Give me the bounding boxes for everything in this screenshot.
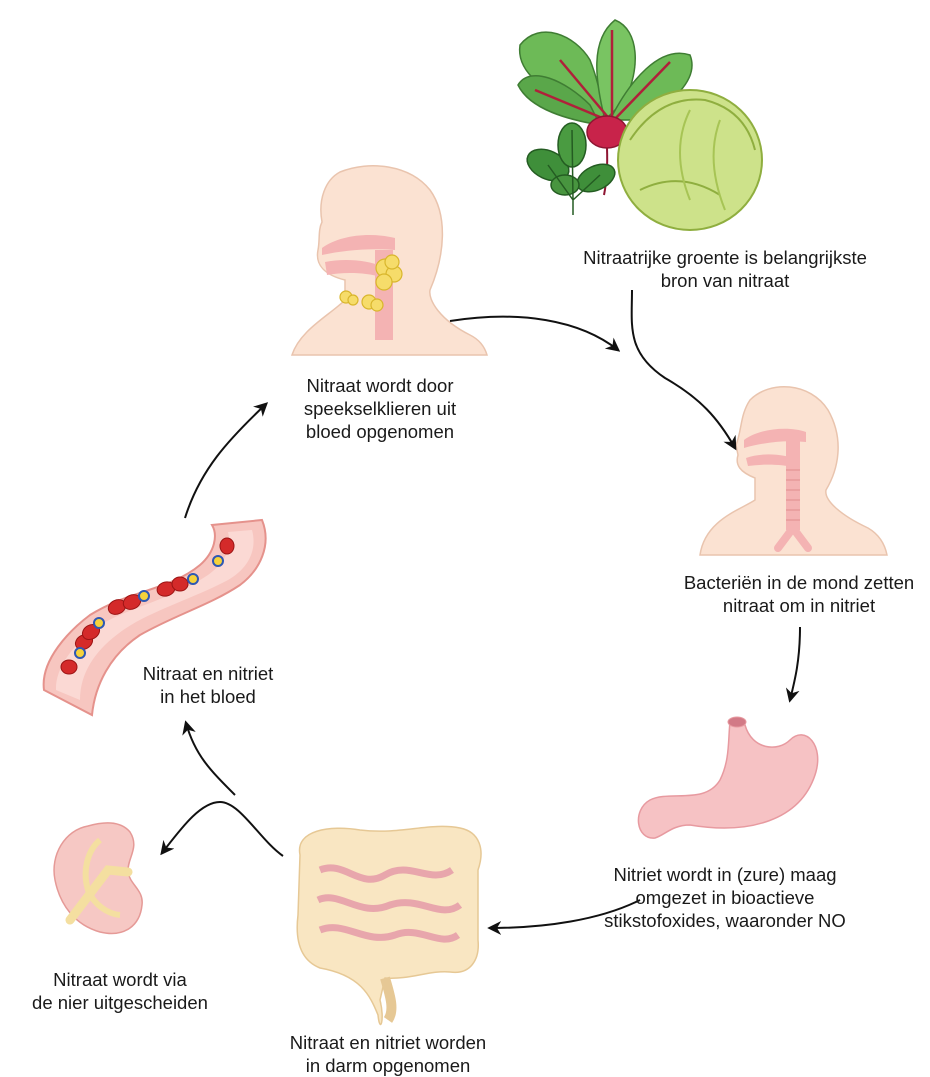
stomach-illustration <box>638 717 817 838</box>
caption-stomach-line-2: omgezet in bioactieve <box>575 886 875 909</box>
caption-salivary-line-3: bloed opgenomen <box>280 420 480 443</box>
caption-blood-line-1: Nitraat en nitriet <box>108 662 308 685</box>
caption-kidney-line-1: Nitraat wordt via <box>10 968 230 991</box>
caption-intestine-line-1: Nitraat en nitriet worden <box>268 1031 508 1054</box>
caption-blood: Nitraat en nitriet in het bloed <box>108 662 308 708</box>
caption-stomach: Nitriet wordt in (zure) maag omgezet in … <box>575 863 875 932</box>
arrow-vegetables-to-mouth <box>632 290 735 448</box>
lettuce-head <box>618 90 762 230</box>
arrow-to-blood <box>186 723 235 795</box>
mouth-head-illustration <box>700 387 887 555</box>
arrow-intestine-to-kidney <box>162 802 283 856</box>
caption-intestine: Nitraat en nitriet worden in darm opgeno… <box>268 1031 508 1077</box>
caption-intestine-line-2: in darm opgenomen <box>268 1054 508 1077</box>
caption-kidney-line-2: de nier uitgescheiden <box>10 991 230 1014</box>
arrow-blood-to-salivary <box>185 404 266 518</box>
caption-stomach-line-1: Nitriet wordt in (zure) maag <box>575 863 875 886</box>
caption-salivary-line-1: Nitraat wordt door <box>280 374 480 397</box>
caption-vegetables: Nitraatrijke groente is belangrijkste br… <box>555 246 895 292</box>
caption-mouth-line-1: Bacteriën in de mond zetten <box>668 571 930 594</box>
caption-kidney: Nitraat wordt via de nier uitgescheiden <box>10 968 230 1014</box>
caption-stomach-line-3: stikstofoxides, waaronder NO <box>575 909 875 932</box>
caption-mouth: Bacteriën in de mond zetten nitraat om i… <box>668 571 930 617</box>
caption-mouth-line-2: nitraat om in nitriet <box>668 594 930 617</box>
intestine-illustration <box>297 826 481 1024</box>
caption-vegetables-line-2: bron van nitraat <box>555 269 895 292</box>
salivary-head-illustration <box>292 166 487 355</box>
caption-blood-line-2: in het bloed <box>108 685 308 708</box>
caption-salivary: Nitraat wordt door speekselklieren uit b… <box>280 374 480 443</box>
vegetables-illustration <box>518 20 762 230</box>
caption-salivary-line-2: speekselklieren uit <box>280 397 480 420</box>
caption-vegetables-line-1: Nitraatrijke groente is belangrijkste <box>555 246 895 269</box>
arrow-mouth-to-stomach <box>790 627 800 700</box>
kidney-illustration <box>54 823 142 934</box>
